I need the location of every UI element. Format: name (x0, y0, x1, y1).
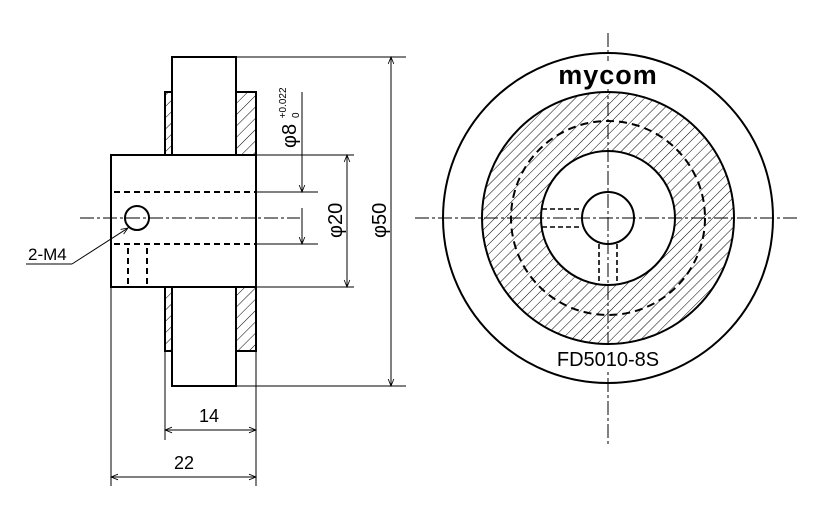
front-view: mycom FD5010-8S (415, 33, 800, 446)
thread-label: 2-M4 (28, 245, 67, 264)
dim-outer-text: φ50 (369, 203, 391, 238)
dim-hub-text: φ20 (325, 203, 347, 238)
dim-bore-lower-tol: 0 (291, 112, 302, 118)
side-view (80, 56, 300, 387)
logo-background (560, 61, 656, 89)
model-background (560, 345, 656, 369)
dim-bore-text: φ8 +0.022 (278, 87, 301, 148)
model-number: FD5010-8S (557, 349, 659, 371)
upper-tire-block (171, 56, 237, 157)
dim-22-text: 22 (174, 453, 194, 473)
brand-logo: mycom (558, 60, 658, 90)
thread-leader-line (71, 228, 128, 265)
dim-14-text: 14 (199, 406, 219, 426)
lower-tire-block (171, 286, 237, 387)
side-dimensions: φ8 +0.022 0 φ20 φ50 2-M4 14 22 (26, 57, 406, 486)
